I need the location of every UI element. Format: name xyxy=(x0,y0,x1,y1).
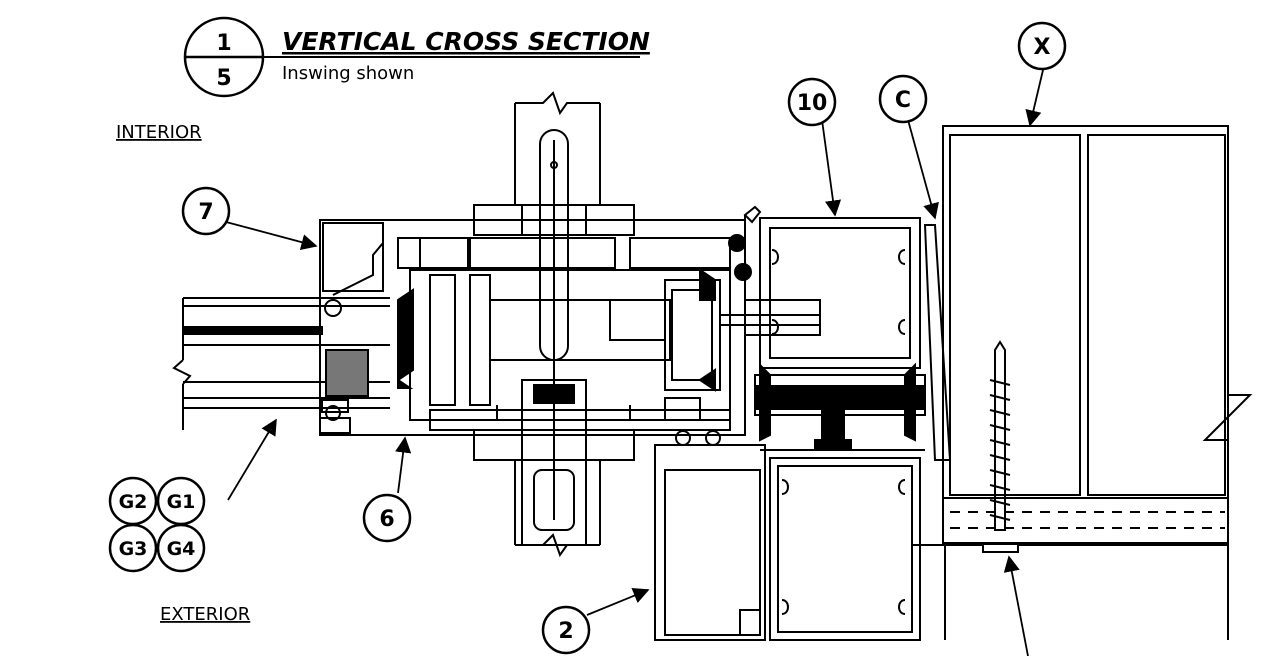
detail-tag: 1 5 xyxy=(183,16,640,98)
sill-frame xyxy=(654,430,946,641)
glass-unit xyxy=(172,297,390,430)
callout-g1: G1 xyxy=(156,476,206,526)
callout-g4: G4 xyxy=(156,523,206,573)
svg-text:G3: G3 xyxy=(119,538,148,560)
sash-profile xyxy=(319,219,821,436)
callout-g3: G3 xyxy=(108,523,158,573)
svg-text:6: 6 xyxy=(379,507,394,532)
svg-text:G1: G1 xyxy=(167,491,196,513)
shim-sealant xyxy=(923,224,952,461)
svg-text:G4: G4 xyxy=(167,538,196,560)
callout-g2: G2 xyxy=(108,476,158,526)
callout-7: 7 xyxy=(181,186,231,236)
callout-2: 2 xyxy=(541,605,591,655)
exterior-label: EXTERIOR xyxy=(160,604,250,625)
callout-10: 10 xyxy=(787,77,837,127)
detail-sheet: 5 xyxy=(216,66,231,91)
callout-c: C xyxy=(878,74,928,124)
anchor-screw xyxy=(982,340,1019,553)
detail-title: VERTICAL CROSS SECTION xyxy=(282,27,650,56)
detail-subtitle: Inswing shown xyxy=(282,63,414,84)
detail-number: 1 xyxy=(216,31,231,56)
interior-label: INTERIOR xyxy=(116,122,202,143)
svg-text:10: 10 xyxy=(797,91,828,116)
hinge-assembly xyxy=(473,91,635,558)
svg-text:G2: G2 xyxy=(119,491,148,513)
callout-6: 6 xyxy=(362,493,412,543)
weatherstrip xyxy=(664,205,762,430)
head-frame xyxy=(754,217,926,451)
svg-text:X: X xyxy=(1034,35,1051,60)
svg-text:C: C xyxy=(895,88,911,113)
leader-lines xyxy=(225,69,1044,656)
callout-x: X xyxy=(1017,21,1067,71)
svg-text:2: 2 xyxy=(558,619,573,644)
svg-text:7: 7 xyxy=(198,200,213,225)
structure-wall xyxy=(942,125,1253,640)
